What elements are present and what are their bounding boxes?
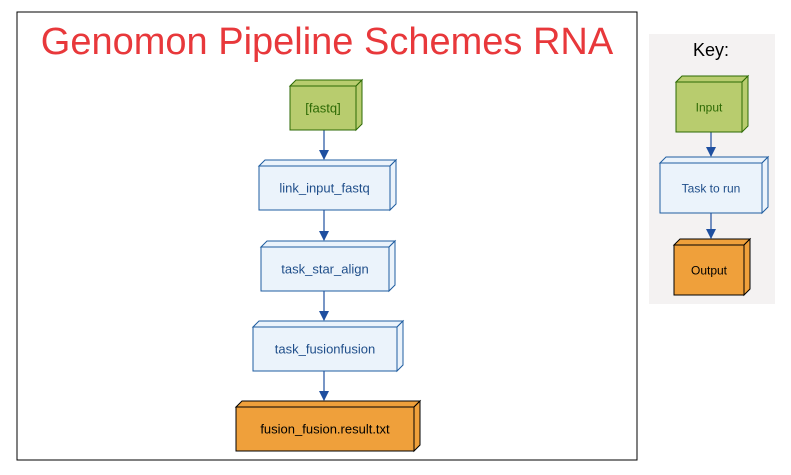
node-task-fusionfusion: task_fusionfusion xyxy=(251,319,405,373)
node-task-star-align-top-face xyxy=(259,240,397,248)
key-item-output-side-face xyxy=(743,237,751,297)
key-item-output-top-face xyxy=(672,238,752,246)
node-task-star-align-front-face xyxy=(260,246,390,292)
key-item-task-front-face xyxy=(659,162,763,214)
key-item-output: Output xyxy=(672,237,752,297)
node-link-input-fastq: link_input_fastq xyxy=(257,158,398,212)
key-item-input-front-face xyxy=(675,81,743,133)
key-item-input: Input xyxy=(674,74,750,134)
node-link-input-fastq-front-face xyxy=(258,165,391,211)
node-fastq-top-face xyxy=(288,79,364,87)
nodes-layer: [fastq] link_input_fastq task_star_alignta… xyxy=(234,78,422,453)
node-task-star-align-label: task_star_align xyxy=(281,262,368,277)
node-task-fusionfusion-label: task_fusionfusion xyxy=(275,342,375,357)
key-item-input-side-face xyxy=(741,74,749,134)
diagram-frame xyxy=(16,11,638,461)
diagram-title: Genomon Pipeline Schemes RNA xyxy=(41,21,614,63)
node-task-star-align: task_star_align xyxy=(259,239,397,293)
node-fusion-result-side-face xyxy=(413,399,421,453)
key-item-task-side-face xyxy=(761,155,769,215)
key-item-output-label: Output xyxy=(691,263,728,277)
key-item-task-top-face xyxy=(658,156,770,164)
node-fastq-front-face xyxy=(289,85,357,131)
key-item-task-label: Task to run xyxy=(682,181,741,195)
node-fusion-result-top-face xyxy=(234,400,422,408)
node-task-fusionfusion-side-face xyxy=(396,319,404,373)
key-item-task: Task to run xyxy=(658,155,770,215)
node-fusion-result-front-face xyxy=(235,406,415,452)
node-task-fusionfusion-top-face xyxy=(251,320,405,328)
node-fusion-result: fusion_fusion.result.txt xyxy=(234,399,422,453)
node-link-input-fastq-side-face xyxy=(389,158,397,212)
node-fastq-side-face xyxy=(355,78,363,132)
node-link-input-fastq-label: link_input_fastq xyxy=(279,181,369,196)
node-fastq: [fastq] xyxy=(288,78,364,132)
node-link-input-fastq-top-face xyxy=(257,159,398,167)
node-task-fusionfusion-front-face xyxy=(252,326,398,372)
node-fusion-result-label: fusion_fusion.result.txt xyxy=(260,422,390,437)
node-task-star-align-side-face xyxy=(388,239,396,293)
key-item-output-front-face xyxy=(673,244,745,296)
node-fastq-label: [fastq] xyxy=(305,101,340,116)
key-item-input-label: Input xyxy=(696,100,723,114)
key-title: Key: xyxy=(693,40,729,60)
key-item-input-top-face xyxy=(674,75,750,83)
